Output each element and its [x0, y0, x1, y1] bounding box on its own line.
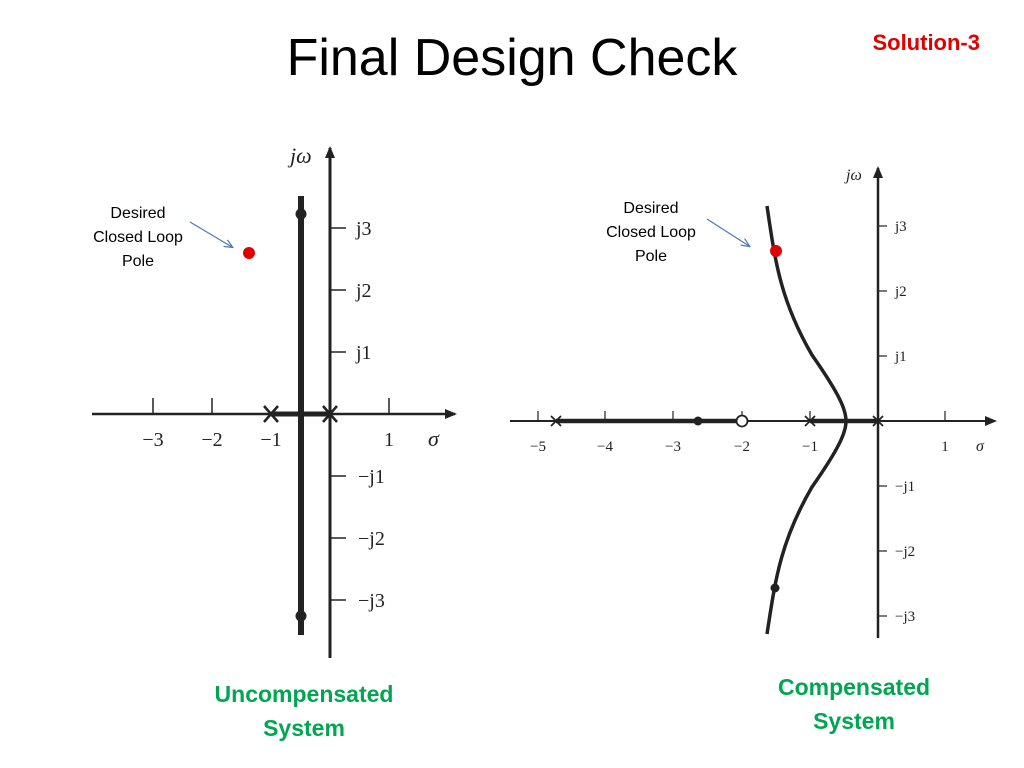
right-ytick-label: j2 — [894, 284, 907, 300]
left-closed-loop-point — [295, 610, 307, 622]
right-xtick-label: −3 — [665, 439, 681, 455]
left-xtick-label: 1 — [384, 429, 394, 451]
right-xtick-label: −5 — [530, 439, 546, 455]
annotation-line: Closed Loop — [606, 224, 696, 241]
left-pole-marker — [322, 405, 338, 423]
right-sigma-label: σ — [976, 438, 985, 455]
right-pole-marker — [550, 415, 562, 427]
left-root-locus: −3 −2 −1 1 σ jω j3 j2 j1 −j1 −j2 −j3 — [92, 143, 457, 658]
right-ytick-label: j3 — [894, 219, 907, 235]
right-ytick-label: −j3 — [895, 609, 915, 625]
left-caption: Uncompensated System — [184, 677, 424, 745]
right-closed-loop-point — [770, 583, 780, 593]
right-locus-curved-branch — [765, 205, 848, 635]
slide-title: Final Design Check — [286, 29, 738, 87]
right-ytick-label: −j1 — [895, 479, 915, 495]
right-ytick-label: −j2 — [895, 544, 915, 560]
right-xtick-label: −4 — [597, 439, 613, 455]
caption-line: Uncompensated — [214, 681, 394, 707]
left-ytick-label: −j2 — [358, 528, 385, 550]
left-sigma-label: σ — [428, 426, 440, 451]
right-xtick-label: −2 — [734, 439, 750, 455]
right-pole-marker — [804, 415, 816, 427]
right-xtick-label: −1 — [802, 439, 818, 455]
left-jw-label: jω — [287, 143, 312, 168]
annotation-line: Closed Loop — [93, 229, 183, 246]
left-ytick-label: −j3 — [358, 590, 385, 612]
right-pole-marker — [872, 415, 884, 427]
left-xtick-label: −2 — [201, 429, 222, 451]
left-ytick-label: j1 — [355, 342, 372, 364]
left-ytick-label: −j1 — [358, 466, 385, 488]
left-xtick-label: −3 — [142, 429, 163, 451]
left-desired-pole-annotation: Desired Closed Loop Pole — [78, 202, 198, 274]
right-ytick-label: j1 — [894, 349, 907, 365]
caption-line: Compensated — [777, 674, 931, 700]
right-desired-pole — [770, 245, 782, 257]
right-caption: Compensated System — [734, 670, 974, 738]
solution-tag: Solution-3 — [872, 30, 980, 55]
right-closed-loop-point — [693, 416, 703, 426]
right-root-locus: −5 −4 −3 −2 −1 1 σ jω j3 j2 j1 −j1 −j2 −… — [510, 166, 997, 638]
annotation-line: Pole — [634, 248, 668, 265]
left-desired-pole — [243, 247, 255, 259]
left-annotation-arrow — [189, 221, 232, 247]
left-ytick-label: j3 — [355, 218, 372, 240]
annotation-line: Desired — [110, 205, 166, 222]
right-zero-marker — [735, 414, 749, 428]
caption-line: System — [263, 715, 345, 741]
left-xtick-label: −1 — [260, 429, 281, 451]
left-ytick-label: j2 — [355, 280, 372, 302]
right-jw-label: jω — [844, 167, 862, 184]
annotation-line: Desired — [623, 200, 679, 217]
left-pole-marker — [263, 405, 279, 423]
caption-line: System — [813, 708, 895, 734]
right-desired-pole-annotation: Desired Closed Loop Pole — [591, 197, 711, 269]
left-closed-loop-point — [295, 208, 307, 220]
annotation-line: Pole — [121, 253, 155, 270]
right-xtick-label: 1 — [941, 439, 949, 455]
right-annotation-arrow — [706, 218, 749, 246]
